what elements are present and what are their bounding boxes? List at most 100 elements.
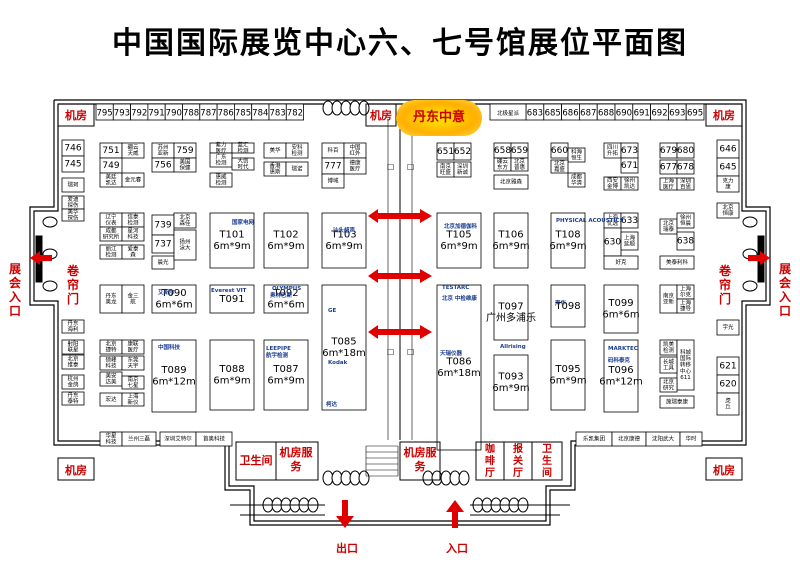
brand-label: 北京 中检维康 xyxy=(442,294,477,302)
booth-box xyxy=(659,356,678,374)
hall-outline xyxy=(29,99,771,526)
booth-box xyxy=(209,284,255,314)
booth-label: 科技 xyxy=(105,362,117,370)
top-booth-label: 786 xyxy=(218,109,234,119)
booth-box xyxy=(620,176,639,191)
booth-label: 广东 xyxy=(215,152,227,160)
booth-label: 康联 xyxy=(127,339,139,347)
arrow-exit-down xyxy=(336,500,354,528)
booth-label: 徐州 xyxy=(680,213,691,221)
booth-label: 百思 xyxy=(680,184,692,191)
booth-box xyxy=(676,212,695,229)
booth-label: 硕峰 xyxy=(105,355,117,363)
booth-label: 首奥科技 xyxy=(203,435,226,443)
booth-label: 633 xyxy=(621,216,638,226)
booth-label: 金鸽 xyxy=(67,381,79,389)
booth-box xyxy=(121,375,145,390)
booth-box xyxy=(679,431,703,447)
booth-label: 泳大 xyxy=(179,244,191,252)
booth-box xyxy=(151,284,197,314)
top-booth-label: 795 xyxy=(96,109,112,119)
arrow-mid-2 xyxy=(368,269,432,283)
booth-label: 苏州 xyxy=(157,143,168,151)
booth-box xyxy=(436,212,482,269)
booth-box xyxy=(151,339,197,413)
top-booth-label: 783 xyxy=(269,109,285,119)
booth-label: 6m*9m xyxy=(267,376,304,387)
booth-label: 瑞诺 xyxy=(291,165,303,173)
booth-label: 737 xyxy=(154,239,171,249)
top-booth-label: 695 xyxy=(687,109,703,119)
booth-box xyxy=(173,157,197,173)
exit-label: 出口 xyxy=(336,542,358,555)
door-icon xyxy=(458,470,470,486)
booth-label: 上海 xyxy=(127,392,139,400)
booth-box xyxy=(716,319,740,336)
brand-label: 艾斯尔 xyxy=(158,288,175,296)
machine-room-tl: 机房 xyxy=(65,109,87,122)
booth-box xyxy=(151,255,175,270)
booth-label: 新诚 xyxy=(457,168,469,176)
red-arrows xyxy=(30,209,770,528)
booth-box xyxy=(263,212,309,269)
booth-label: 蓝汇 xyxy=(237,140,249,148)
booth-label: 646 xyxy=(719,144,736,154)
booth-label: 医疗 xyxy=(349,165,361,173)
booth-label: T102 xyxy=(272,230,298,241)
booth-label: 759 xyxy=(176,146,193,156)
booth-label: 延顺 xyxy=(624,240,636,248)
booth-label: 检测 xyxy=(215,179,227,187)
booth-label: 信泰 xyxy=(127,212,139,220)
booth-box xyxy=(436,284,482,451)
booth-label: 679 xyxy=(660,146,677,156)
booth-label: 爱迪 xyxy=(67,195,79,203)
arrow-right-entrance xyxy=(748,251,770,265)
booth-label: 南京 xyxy=(127,375,139,383)
booth-box xyxy=(620,212,639,229)
booth-label: 677 xyxy=(660,162,677,172)
brand-label: 北京加德伽科 xyxy=(444,222,478,230)
top-booth-695 xyxy=(685,103,705,121)
booth-label: 美华 xyxy=(67,207,79,215)
top-booth-label: 784 xyxy=(252,109,268,119)
booth-label: 宇光 xyxy=(722,323,734,331)
brand-label: LEEPIPE xyxy=(266,346,291,352)
booth-label: 北京 xyxy=(514,157,526,165)
booth-label: 亚新 xyxy=(157,149,169,157)
toilet-right: 卫生间 xyxy=(542,444,552,479)
booth-label: 620 xyxy=(719,379,736,389)
booth-label: 捷特 xyxy=(105,346,117,354)
booth-box xyxy=(121,142,145,159)
booth-box xyxy=(61,339,85,355)
booth-box xyxy=(620,231,639,251)
booth-box xyxy=(493,174,529,190)
top-booth-label: 785 xyxy=(235,109,251,119)
booth-box xyxy=(567,147,586,163)
booth-box xyxy=(121,355,145,371)
booth-label: 嘉盛 xyxy=(554,165,566,173)
booth-box xyxy=(121,392,145,407)
brand-label: 柯达 xyxy=(326,400,338,408)
booth-label: 医疗 xyxy=(215,147,227,155)
booth-box xyxy=(510,157,529,172)
booth-label: 工具 xyxy=(663,365,675,372)
press-hall: 报关厅 xyxy=(513,444,523,479)
booth-label: T105 xyxy=(445,230,471,241)
booth-label: 777 xyxy=(324,161,341,171)
booth-label: 施瑞泰康 xyxy=(666,398,689,406)
booth-label: 南京 xyxy=(663,291,675,299)
booth-box xyxy=(676,142,695,159)
booth-box xyxy=(263,339,309,411)
booth-label: 6m*9m xyxy=(267,241,304,252)
booth-box xyxy=(676,231,695,251)
booth-label: 射阳 xyxy=(67,339,78,347)
booth-label: 康 xyxy=(725,183,731,191)
door-icon xyxy=(358,470,370,486)
brand-label: OLYMPUS xyxy=(272,286,301,292)
booth-label: 659 xyxy=(511,146,528,156)
booth-box xyxy=(121,172,145,188)
booth-label: 科百 xyxy=(327,146,339,154)
booth-box xyxy=(285,142,309,159)
